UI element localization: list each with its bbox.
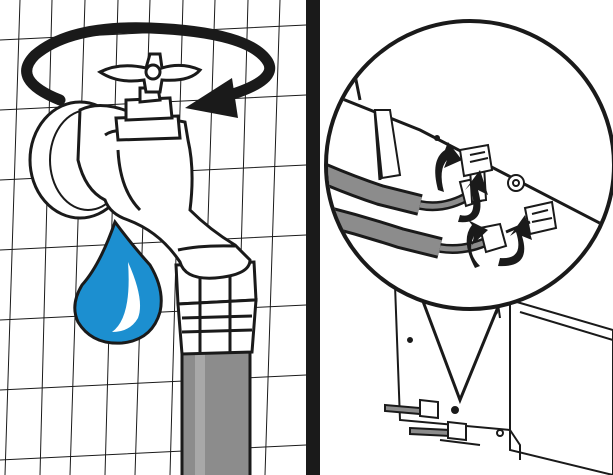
panel-divider bbox=[306, 0, 320, 475]
tap-panel bbox=[0, 0, 306, 475]
zoom-circle bbox=[320, 0, 613, 309]
valve-bonnet bbox=[116, 88, 180, 140]
tap-handle bbox=[100, 54, 200, 92]
hose-connection-illustration bbox=[320, 0, 613, 475]
hose-connection-panel bbox=[320, 0, 613, 475]
water-drop-icon bbox=[75, 222, 161, 343]
tap-illustration bbox=[0, 0, 306, 475]
hose bbox=[182, 345, 250, 475]
